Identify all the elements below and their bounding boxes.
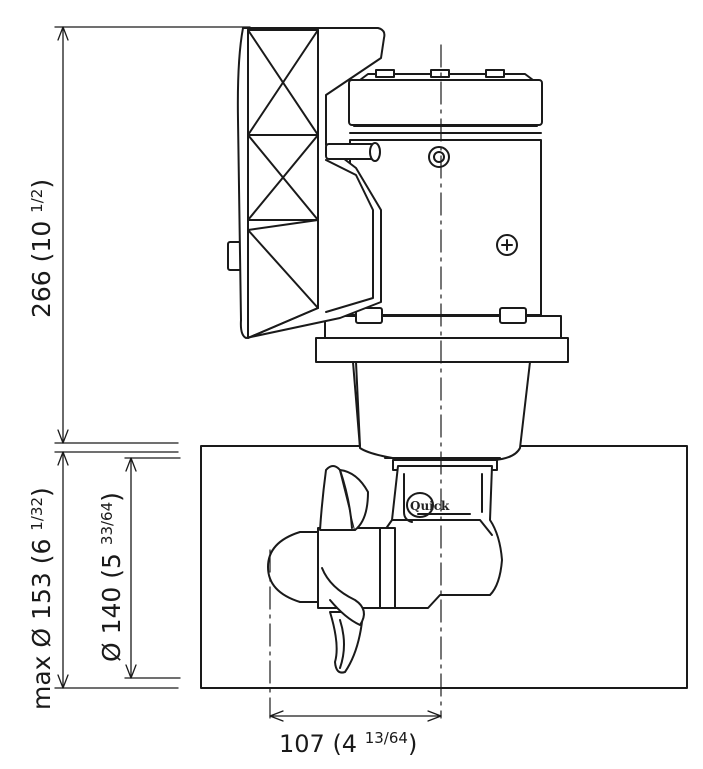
gear-leg bbox=[352, 361, 531, 471]
total-height-label: 266 (10 1/2) bbox=[27, 179, 56, 318]
logo-label: Quick bbox=[410, 499, 450, 513]
housing-screw bbox=[428, 146, 450, 168]
dimension-labels: 266 (10 1/2) max Ø 153 (6 1/32) Ø 140 (5… bbox=[27, 179, 417, 758]
motor-housing bbox=[315, 69, 569, 363]
propeller bbox=[267, 465, 381, 674]
control-box bbox=[227, 27, 386, 339]
max-tunnel-diameter-label: max Ø 153 (6 1/32) bbox=[27, 487, 56, 710]
dimension-lines bbox=[54, 26, 442, 722]
tunnel-diameter-label: Ø 140 (5 33/64) bbox=[97, 492, 126, 662]
housing-cross-screw bbox=[496, 234, 518, 256]
quick-logo: Quick bbox=[406, 492, 471, 518]
center-lines bbox=[269, 44, 442, 719]
propeller-offset-label: 107 (4 13/64) bbox=[279, 729, 417, 758]
